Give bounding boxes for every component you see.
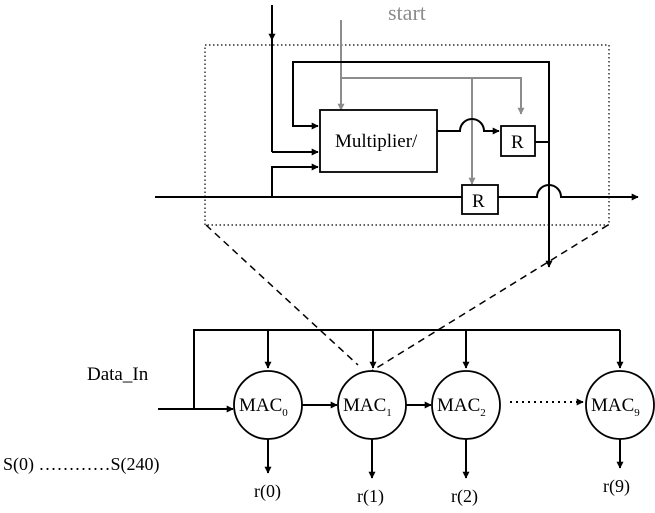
feedback-loop	[292, 61, 550, 142]
mac-9-label: MAC9	[591, 395, 640, 419]
start-label: start	[388, 0, 426, 25]
mac-0-label: MAC0	[239, 395, 288, 419]
data-in-bus	[193, 329, 620, 409]
output-label-mac9: r(9)	[603, 476, 630, 497]
register-bottom-label: R	[472, 191, 485, 212]
output-label-mac1: r(1)	[357, 486, 384, 507]
data-path-out	[498, 184, 639, 201]
mac-1-label: MAC1	[343, 395, 392, 419]
output-label-mac0: r(0)	[254, 481, 281, 502]
register-top-label: R	[511, 132, 524, 153]
mac-2-label: MAC2	[437, 395, 486, 419]
zoom-line-right	[369, 224, 609, 373]
samples-label: S(0) …………S(240)	[3, 454, 160, 475]
multiplier-label: Multiplier/	[335, 131, 418, 152]
register-bottom	[461, 184, 499, 215]
zoom-line-left	[205, 224, 359, 366]
start-control-branch-right	[341, 77, 525, 115]
multiplier-output-line	[437, 118, 500, 135]
multiplier-block	[319, 109, 438, 173]
data-branch-to-mult	[271, 163, 319, 197]
output-label-mac2: r(2)	[451, 486, 478, 507]
data-in-label: Data_In	[87, 364, 149, 385]
